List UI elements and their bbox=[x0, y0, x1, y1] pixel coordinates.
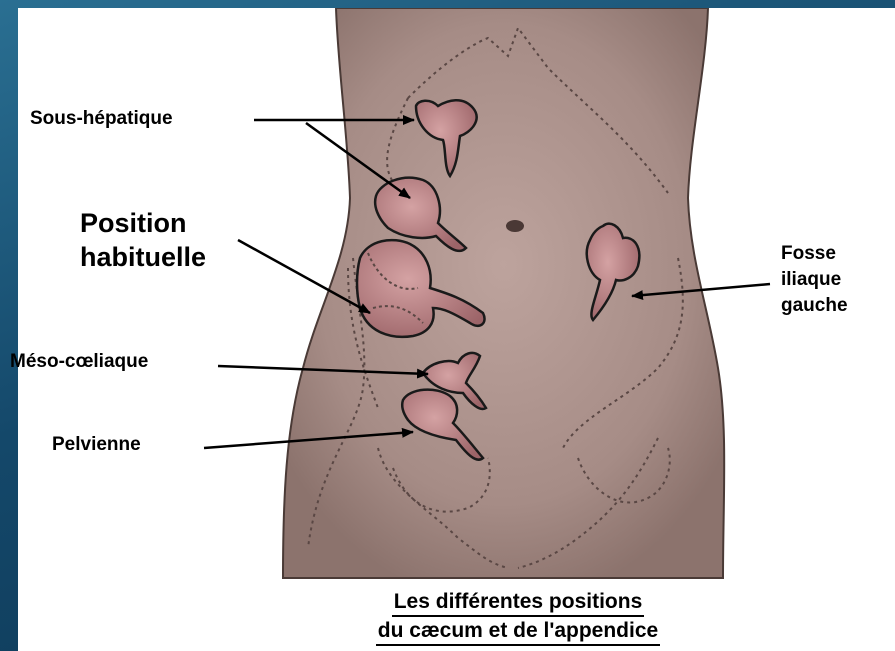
navel bbox=[506, 220, 524, 232]
label-fosse-line2: iliaque bbox=[781, 267, 848, 293]
caption-line2: du cæcum et de l'appendice bbox=[376, 617, 660, 646]
label-meso-coeliaque: Méso-cœliaque bbox=[10, 351, 148, 373]
label-position-habituelle: Position habituelle bbox=[80, 206, 206, 274]
torso-illustration bbox=[18, 8, 895, 651]
figure-caption: Les différentes positions du cæcum et de… bbox=[333, 588, 703, 646]
caption-line1: Les différentes positions bbox=[392, 588, 645, 617]
slide-panel: Sous-hépatique Position habituelle Méso-… bbox=[18, 8, 895, 651]
label-pelvienne: Pelvienne bbox=[52, 434, 141, 456]
label-fosse-line1: Fosse bbox=[781, 241, 848, 267]
label-fosse-line3: gauche bbox=[781, 293, 848, 319]
label-fosse-iliaque-gauche: Fosse iliaque gauche bbox=[781, 241, 848, 319]
label-sous-hepatique: Sous-hépatique bbox=[30, 108, 173, 130]
label-position-habituelle-line1: Position bbox=[80, 206, 206, 240]
label-position-habituelle-line2: habituelle bbox=[80, 240, 206, 274]
